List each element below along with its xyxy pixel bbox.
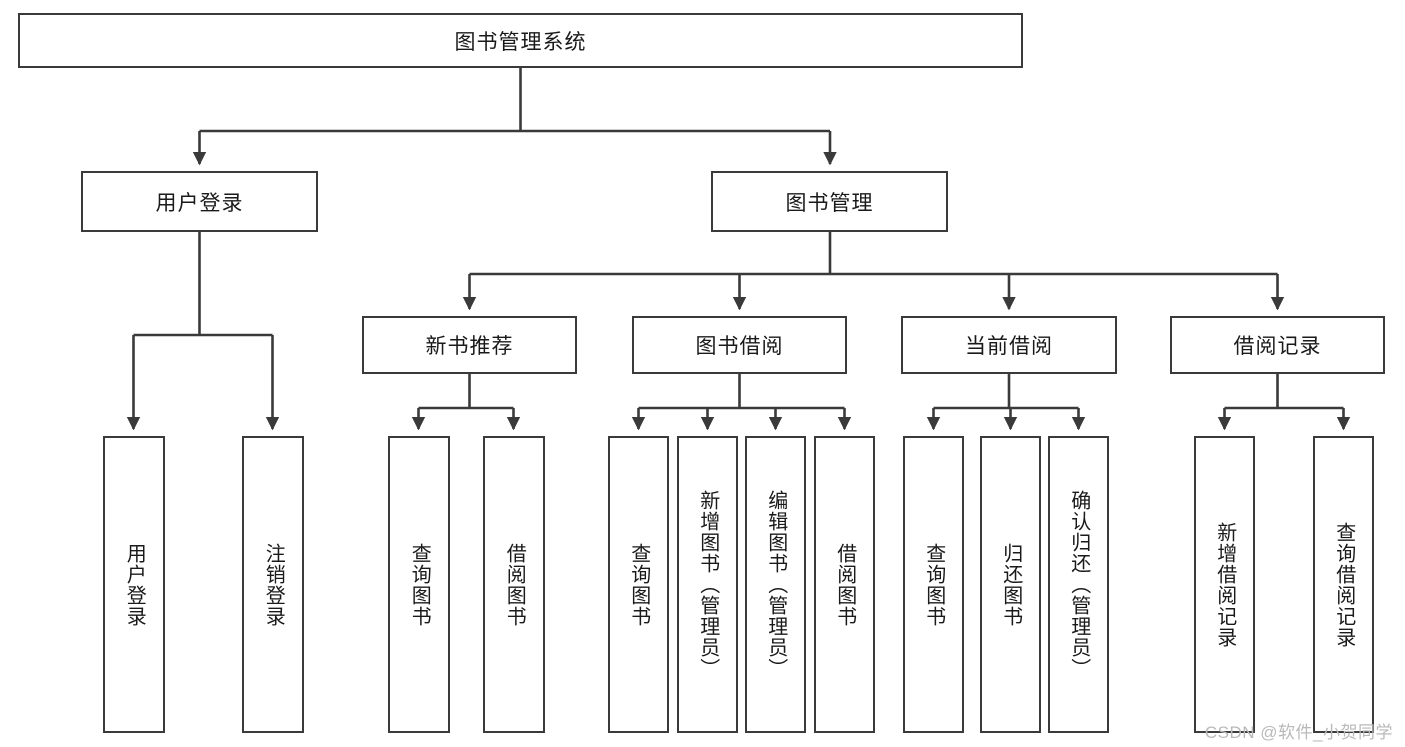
node-leaf-user-login-label: 用户登录: [123, 542, 146, 627]
node-leaf-query-book-3-label: 查询图书: [922, 542, 945, 627]
node-leaf-edit-book[interactable]: 编辑图书（管理员）: [745, 436, 806, 733]
node-user-login[interactable]: 用户登录: [81, 171, 318, 232]
node-leaf-add-record[interactable]: 新增借阅记录: [1194, 436, 1255, 733]
node-leaf-logout-label: 注销登录: [262, 542, 285, 627]
node-leaf-confirm-return[interactable]: 确认归还（管理员）: [1048, 436, 1109, 733]
node-leaf-query-record-label: 查询借阅记录: [1332, 521, 1355, 648]
node-root[interactable]: 图书管理系统: [18, 13, 1023, 68]
node-leaf-logout[interactable]: 注销登录: [242, 436, 304, 733]
node-root-label: 图书管理系统: [454, 30, 587, 54]
node-leaf-return-book[interactable]: 归还图书: [980, 436, 1041, 733]
node-leaf-query-book-2[interactable]: 查询图书: [608, 436, 669, 733]
node-leaf-query-record[interactable]: 查询借阅记录: [1313, 436, 1374, 733]
node-new-book-recommend-label: 新书推荐: [425, 335, 514, 358]
node-leaf-confirm-return-label: 确认归还（管理员）: [1067, 490, 1090, 679]
node-leaf-borrow-book-1-label: 借阅图书: [503, 542, 526, 627]
node-leaf-borrow-book-2-label: 借阅图书: [833, 542, 856, 627]
node-leaf-borrow-book-2[interactable]: 借阅图书: [814, 436, 875, 733]
node-book-management[interactable]: 图书管理: [711, 171, 948, 232]
node-leaf-return-book-label: 归还图书: [999, 542, 1022, 627]
node-book-borrow[interactable]: 图书借阅: [632, 316, 847, 374]
node-current-borrow[interactable]: 当前借阅: [901, 316, 1117, 374]
node-leaf-borrow-book-1[interactable]: 借阅图书: [483, 436, 545, 733]
node-leaf-edit-book-label: 编辑图书（管理员）: [764, 490, 787, 679]
node-leaf-user-login[interactable]: 用户登录: [103, 436, 165, 733]
node-leaf-query-book-1-label: 查询图书: [408, 542, 431, 627]
node-current-borrow-label: 当前借阅: [965, 335, 1053, 358]
node-user-login-label: 用户登录: [155, 191, 244, 215]
node-book-management-label: 图书管理: [785, 191, 874, 215]
node-leaf-add-book-label: 新增图书（管理员）: [696, 490, 719, 679]
watermark: CSDN @软件_小贺同学: [1204, 723, 1393, 742]
node-leaf-add-book[interactable]: 新增图书（管理员）: [677, 436, 738, 733]
node-leaf-add-record-label: 新增借阅记录: [1213, 521, 1236, 648]
node-leaf-query-book-3[interactable]: 查询图书: [903, 436, 964, 733]
node-leaf-query-book-2-label: 查询图书: [627, 542, 650, 627]
node-borrow-record[interactable]: 借阅记录: [1170, 316, 1385, 374]
node-borrow-record-label: 借阅记录: [1233, 335, 1322, 358]
node-leaf-query-book-1[interactable]: 查询图书: [388, 436, 450, 733]
node-book-borrow-label: 图书借阅: [695, 335, 784, 358]
node-new-book-recommend[interactable]: 新书推荐: [362, 316, 577, 374]
